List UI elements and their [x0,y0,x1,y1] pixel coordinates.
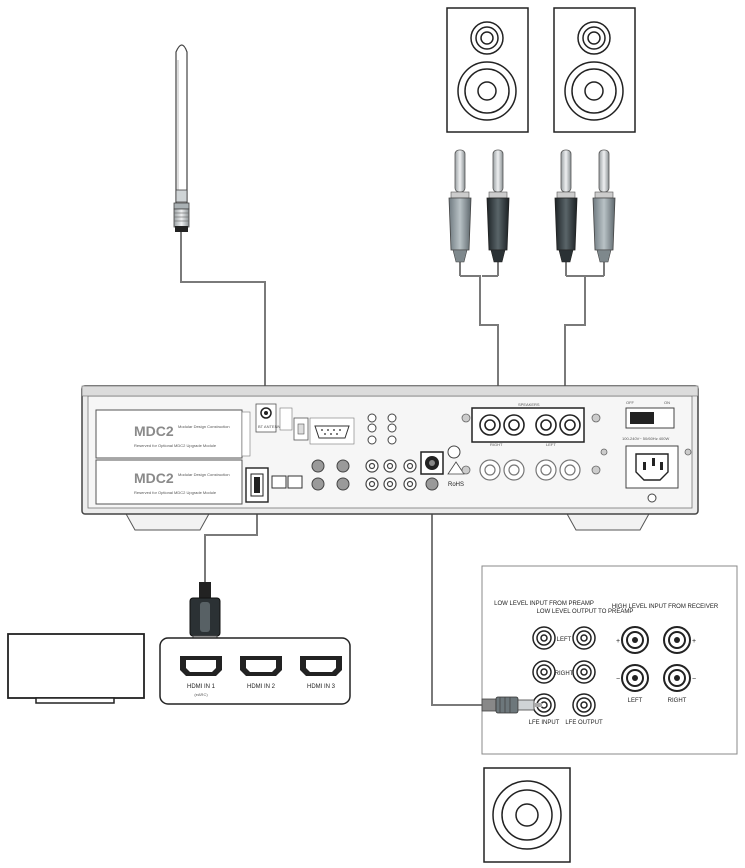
hl-right-label: RIGHT [668,698,687,704]
power-on-label: ON [664,400,670,405]
mdc2-sub-1: Modular Design Construction [178,424,230,429]
col1-header: LOW LEVEL INPUT FROM PREAMP [494,601,594,607]
hdmi-cable [204,500,258,590]
power-off-label: OFF [626,400,635,405]
power-switch: OFF ON 100-240V~ 50/60Hz 400W [622,400,675,441]
ll-left-label: LEFT [557,637,572,643]
lfe-rca-plug [481,696,542,714]
hdmi-in-2-label: HDMI IN 2 [247,684,276,690]
speaker-right [446,7,529,133]
amp-sub-out-port [420,451,444,491]
hdmi-in-3-label: HDMI IN 3 [307,684,336,690]
lfe-input-label: LFE INPUT [529,720,560,726]
speaker-cable-left [564,262,605,405]
mains-label: 100-240V~ 50/60Hz 400W [622,436,669,441]
ll-right-label: RIGHT [555,671,574,677]
mdc2-note-1: Reserved for Optional MDC2 Upgrade Modul… [134,443,217,448]
hl-minus-right: − [692,676,696,683]
mdc2-brand-2: MDC2 [134,470,174,486]
mdc2-slot-1: MDC2 Modular Design Construction Reserve… [95,409,251,459]
mdc2-note-2: Reserved for Optional MDC2 Upgrade Modul… [134,490,217,495]
col3-header: HIGH LEVEL INPUT FROM RECEIVER [612,604,719,610]
speaker-left [553,7,636,133]
hl-left-label: LEFT [628,698,643,704]
subwoofer-icon [483,767,571,863]
hl-plus-right: + [692,638,696,645]
amp-hdmi-port [245,467,269,503]
banana-plug-left-positive [592,149,616,263]
rohs-label: RoHS [448,482,464,488]
banana-plug-right-negative [486,149,510,263]
mdc2-brand-1: MDC2 [134,423,174,439]
hl-minus-left: − [616,676,620,683]
speakers-title: SPEAKERS [518,402,540,407]
cables [180,230,605,706]
hdmi-input-panel: HDMI IN 1 (eARC) HDMI IN 2 HDMI IN 3 [159,637,351,705]
mdc2-slot-2: MDC2 Modular Design Construction Reserve… [95,459,243,505]
banana-plug-left-negative [554,149,578,263]
hl-plus-left: + [616,638,620,645]
bt-antenna-jack: BT ANTENNA [255,403,283,433]
banana-plugs [448,149,616,263]
hdmi-in-3-port: HDMI IN 3 [300,656,342,690]
antenna-cable [180,230,266,408]
hdmi-in-1-label: HDMI IN 1 [187,684,216,690]
mdc2-sub-2: Modular Design Construction [178,472,230,477]
subwoofer-input-panel: LOW LEVEL INPUT FROM PREAMP LOW LEVEL OU… [481,565,738,755]
lfe-cable [431,475,482,706]
speaker-terminals: SPEAKERS RIGHT LEFT [461,402,601,481]
hdmi-in-2-port: HDMI IN 2 [240,656,282,690]
speaker-left-label: LEFT [546,442,556,447]
antenna [173,44,190,232]
banana-plug-right-positive [448,149,472,263]
rca-io-row [365,459,417,491]
mains-iec-socket [625,445,679,503]
hdmi-in-1-port: HDMI IN 1 (eARC) [180,656,222,697]
hdmi-in-1-sub: (eARC) [194,692,208,697]
rca-input-row [311,459,350,491]
speaker-cable-right [459,262,499,405]
bt-antenna-label: BT ANTENNA [258,424,283,429]
amplifier-rear-panel: MDC2 Modular Design Construction Reserve… [81,385,699,531]
speaker-right-label: RIGHT [490,442,503,447]
lfe-output-label: LFE OUTPUT [565,720,603,726]
tv-icon [7,633,145,704]
col2-header: LOW LEVEL OUTPUT TO PREAMP [537,609,634,615]
